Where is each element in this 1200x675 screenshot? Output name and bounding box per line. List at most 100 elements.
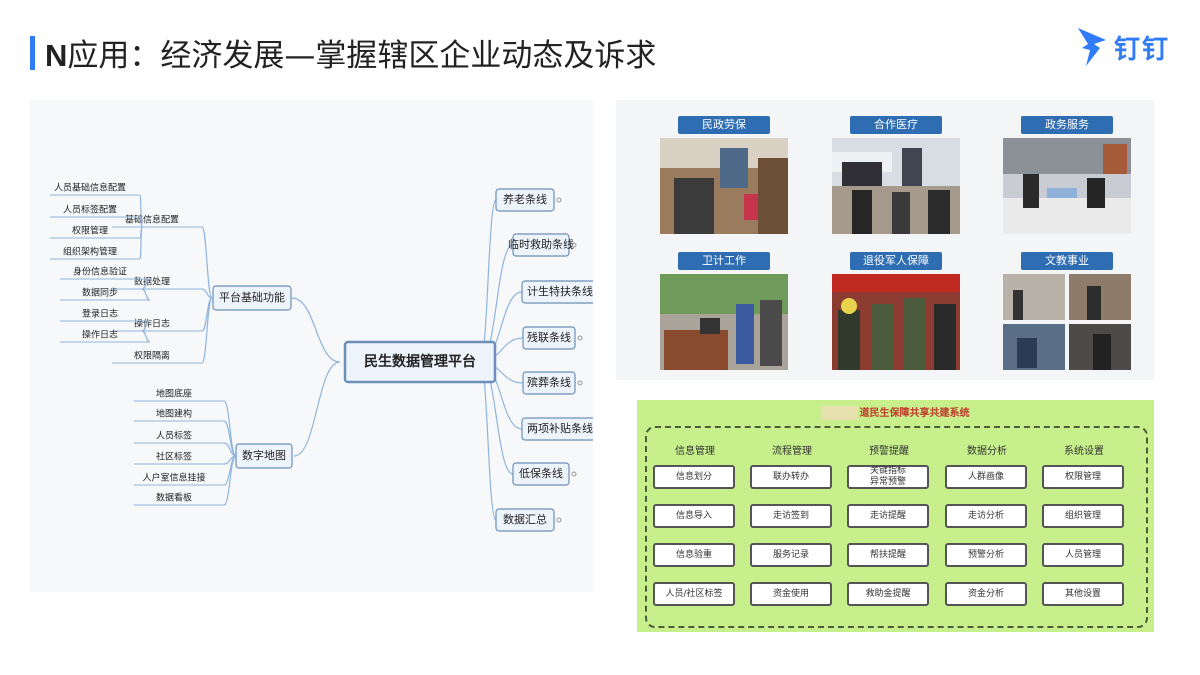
system-module-button[interactable]: 组织管理 [1042,504,1124,528]
mindmap-right-node-box [522,326,576,350]
mindmap-connector [293,361,341,457]
mindmap-right-node-box [495,508,555,532]
system-module-button[interactable]: 联办转办 [750,465,832,489]
system-module-button[interactable]: 资金使用 [750,582,832,606]
mindmap-leaf: 操作日志 [82,329,118,341]
photo-block-3: 政务服务 [997,116,1137,234]
photo-block-2: 合作医疗 [826,116,966,234]
photo-label: 卫计工作 [678,252,770,270]
expand-dot [556,197,562,203]
mindmap-leaf: 人户室信息挂接 [142,472,205,484]
photos-panel: 民政劳保 合作医疗 政务服务 卫计工作 退役军人保障 文教事业 [616,100,1154,380]
system-column-head: 信息管理 [675,446,715,457]
expand-dot [556,517,562,523]
system-module-button[interactable]: 其他设置 [1042,582,1124,606]
mindmap-right-node-box [522,371,576,395]
mindmap-leaf: 登录日志 [82,308,118,320]
mindmap-sub-label: 基础信息配置 [125,214,179,226]
mindmap-connector [201,288,213,299]
mindmap-leaf: 数据同步 [82,287,118,299]
mindmap-diagram: 养老条线临时救助条线计生特扶条线残联条线殡葬条线两项补贴条线低保条线数据汇总平台… [50,182,593,532]
page-title: N应用：经济发展—掌握辖区企业动态及诉求 [45,30,656,75]
photo-veterans [832,274,960,370]
system-module-button[interactable]: 关键指标 异常预警 [847,465,929,489]
system-module-button[interactable]: 信息导入 [653,504,735,528]
system-module-button[interactable]: 走访签到 [750,504,832,528]
mindmap-right-node-box [521,280,593,304]
mindmap-leaf: 组织架构管理 [63,246,117,258]
system-module-button[interactable]: 人群画像 [945,465,1027,489]
mindmap-left-node: 数字地图 [242,448,286,462]
mindmap-right-node: 养老条线 [503,192,547,206]
system-module-button[interactable]: 资金分析 [945,582,1027,606]
mindmap-center-node-box [343,340,497,384]
mindmap-connector [479,361,497,521]
title-text: 应用：经济发展—掌握辖区企业动态及诉求 [67,38,657,74]
system-module-button[interactable]: 走访提醒 [847,504,929,528]
photo-label: 政务服务 [1021,116,1113,134]
system-module-button[interactable]: 信息验重 [653,543,735,567]
mindmap-connector [223,400,237,457]
system-module-button[interactable]: 信息划分 [653,465,735,489]
mindmap-right-node: 低保条线 [519,466,563,480]
system-panel: 道民生保障共享共建系统 信息管理信息划分信息导入信息验重人员/社区标签 流程管理联… [637,400,1154,632]
system-module-button[interactable]: 人员管理 [1042,543,1124,567]
system-module-button[interactable]: 救助金提醒 [847,582,929,606]
mindmap-connector [223,420,237,457]
dingtalk-icon [1077,28,1106,66]
photo-education [1003,274,1131,370]
mindmap-leaf: 人员标签配置 [63,204,117,216]
mindmap-connector [223,455,237,506]
mindmap-leaf: 地图底座 [156,388,192,400]
mindmap-right-node-box [521,417,593,441]
system-module-button[interactable]: 人员/社区标签 [653,582,735,606]
redacted-block [821,406,858,420]
photo-block-1: 民政劳保 [654,116,794,234]
mindmap-center-node: 民生数据管理平台 [364,353,476,370]
mindmap-leaf: 权限管理 [72,225,108,237]
mindmap-left-node-box [212,285,292,311]
photo-government-service [1003,138,1131,234]
photo-label: 合作医疗 [850,116,942,134]
mindmap-sub-label: 权限隔离 [134,350,170,362]
mindmap-right-node-box [512,233,570,257]
mindmap-connector [291,297,341,363]
mindmap-right-node: 计生特扶条线 [527,284,593,298]
expand-dot [577,335,583,341]
mindmap-right-node-box [495,188,555,212]
mindmap-leaf: 人员基础信息配置 [54,182,126,194]
expand-dot [571,471,577,477]
mindmap-leaf: 人员标签 [156,430,192,442]
system-module-button[interactable]: 权限管理 [1042,465,1124,489]
mindmap-connector [201,297,213,364]
system-column-head: 流程管理 [772,446,812,457]
mindmap-right-node: 临时救助条线 [508,237,574,251]
mindmap-right-node: 数据汇总 [503,512,547,526]
photo-label: 退役军人保障 [850,252,942,270]
system-module-button[interactable]: 服务记录 [750,543,832,567]
mindmap-connector [479,199,497,363]
mindmap-connector [139,226,143,260]
mindmap-panel: 养老条线临时救助条线计生特扶条线残联条线殡葬条线两项补贴条线低保条线数据汇总平台… [30,100,593,592]
expand-dot [571,242,577,248]
mindmap-left-node: 平台基础功能 [219,290,285,304]
photo-label: 文教事业 [1021,252,1113,270]
mindmap-leaf: 数据看板 [156,492,192,504]
photo-label: 民政劳保 [678,116,770,134]
system-module-button[interactable]: 帮扶提醒 [847,543,929,567]
dingtalk-logo: 钉钉 [1076,26,1170,68]
mindmap-right-node: 殡葬条线 [527,375,571,389]
mindmap-connector [201,226,213,299]
mindmap-sub-label: 数据处理 [134,276,170,288]
mindmap-sub-label: 操作日志 [134,318,170,330]
system-module-button[interactable]: 走访分析 [945,504,1027,528]
mindmap-right-node-box [512,462,570,486]
photo-civil-affairs [660,138,788,234]
photo-block-4: 卫计工作 [654,252,794,370]
title-accent-bar [30,36,35,70]
mindmap-right-node: 两项补贴条线 [527,421,593,435]
system-title: 道民生保障共享共建系统 [637,404,1154,420]
system-module-button[interactable]: 预警分析 [945,543,1027,567]
title-prefix: N [45,38,68,73]
system-column-head: 预警提醒 [869,446,909,457]
